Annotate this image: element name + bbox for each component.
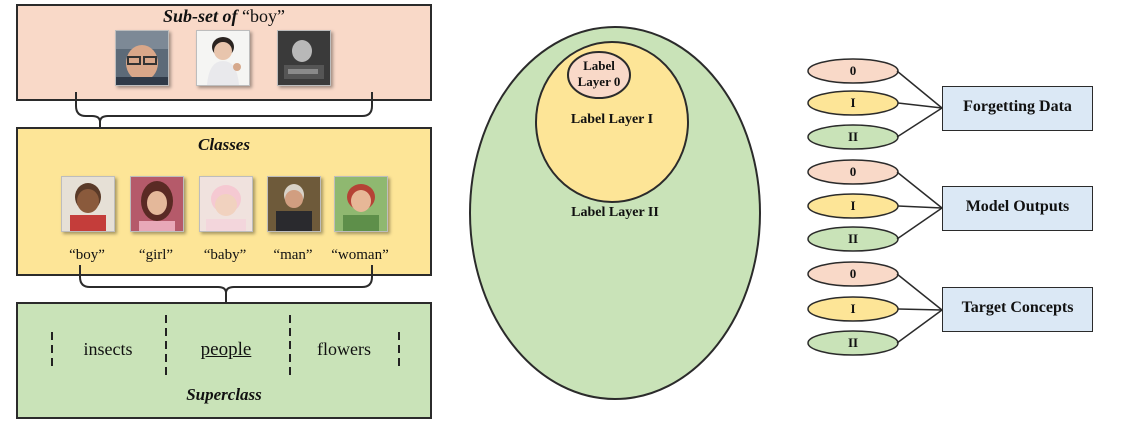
classes-title: Classes: [198, 135, 250, 154]
woman-photo-image: [335, 177, 387, 231]
boy-photo-bw: [277, 30, 331, 86]
layer0-label-line2: Layer 0: [577, 74, 621, 89]
group-forgetting-data: [807, 58, 943, 150]
pill-label: 0: [849, 63, 857, 78]
subset-brace: [75, 92, 373, 127]
boy-photo-glasses: [115, 30, 169, 86]
model-outputs-box: [942, 186, 1093, 231]
boy-photo: [61, 176, 115, 232]
pill-label: I: [850, 198, 856, 213]
class-label-girl: “girl”: [138, 247, 174, 263]
target-concepts-label: Target Concepts: [961, 299, 1074, 316]
pill-label: 0: [849, 164, 857, 179]
superclass-title: Superclass: [186, 385, 262, 404]
class-label-man: “man”: [273, 247, 313, 263]
boy-photo-glasses-image: [116, 31, 168, 85]
baby-photo-image: [200, 177, 252, 231]
boy-photo-bw-image: [278, 31, 330, 85]
forgetting-data-label: Forgetting Data: [963, 98, 1072, 115]
layer2-label: Label Layer II: [571, 205, 659, 220]
layer1-label: Label Layer I: [570, 112, 654, 127]
classes-brace: [79, 265, 373, 302]
boy-photo-toddler: [196, 30, 250, 86]
superclass-panel: [16, 302, 432, 419]
target-concepts-box: [942, 287, 1093, 332]
pill-label: II: [847, 335, 859, 350]
class-label-boy: “boy”: [69, 247, 105, 263]
subset-title-quoted: “boy”: [242, 6, 285, 26]
subset-title: Sub-set of “boy”: [16, 6, 432, 27]
class-label-woman: “woman”: [331, 247, 389, 263]
forgetting-data-box: [942, 86, 1093, 131]
man-photo-image: [268, 177, 320, 231]
pill-label: I: [850, 95, 856, 110]
group-target-concepts: [807, 261, 943, 356]
boy-photo-toddler-image: [197, 31, 249, 85]
superclass-item-insects: insects: [83, 339, 133, 359]
woman-photo: [334, 176, 388, 232]
layer0-ellipse: [567, 51, 631, 99]
subset-title-italic: Sub-set of: [163, 6, 238, 26]
group-model-outputs: [807, 159, 943, 252]
boy-photo-image: [62, 177, 114, 231]
baby-photo: [199, 176, 253, 232]
girl-photo-image: [131, 177, 183, 231]
girl-photo: [130, 176, 184, 232]
man-photo: [267, 176, 321, 232]
pill-label: II: [847, 129, 859, 144]
superclass-item-people: people: [200, 339, 252, 360]
pill-label: 0: [849, 266, 857, 281]
pill-label: II: [847, 231, 859, 246]
superclass-item-flowers: flowers: [317, 339, 371, 359]
pill-label: I: [850, 301, 856, 316]
layer0-label-line1: Label: [583, 58, 615, 73]
class-label-baby: “baby”: [203, 247, 247, 263]
model-outputs-label: Model Outputs: [965, 198, 1070, 215]
